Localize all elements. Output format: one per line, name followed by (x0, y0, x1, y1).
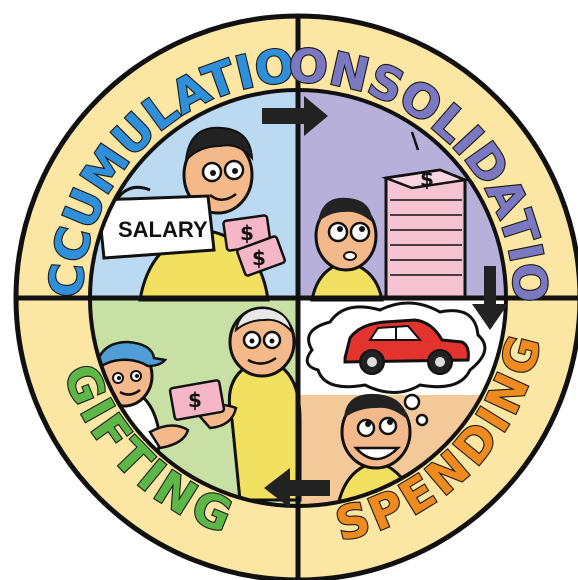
arrow-down-icon (472, 266, 508, 330)
bill-symbol: $ (188, 388, 202, 412)
arrow-right-icon (262, 96, 328, 136)
accumulation-figure: SALARY $ $ (96, 126, 286, 302)
consolidation-figure: $ (310, 129, 479, 302)
arrow-left-icon (264, 468, 330, 508)
bill-symbol: $ (240, 221, 254, 245)
bill-symbol: $ (420, 167, 434, 191)
salary-bag-label: SALARY (118, 217, 208, 242)
bill-symbol: $ (252, 246, 266, 270)
